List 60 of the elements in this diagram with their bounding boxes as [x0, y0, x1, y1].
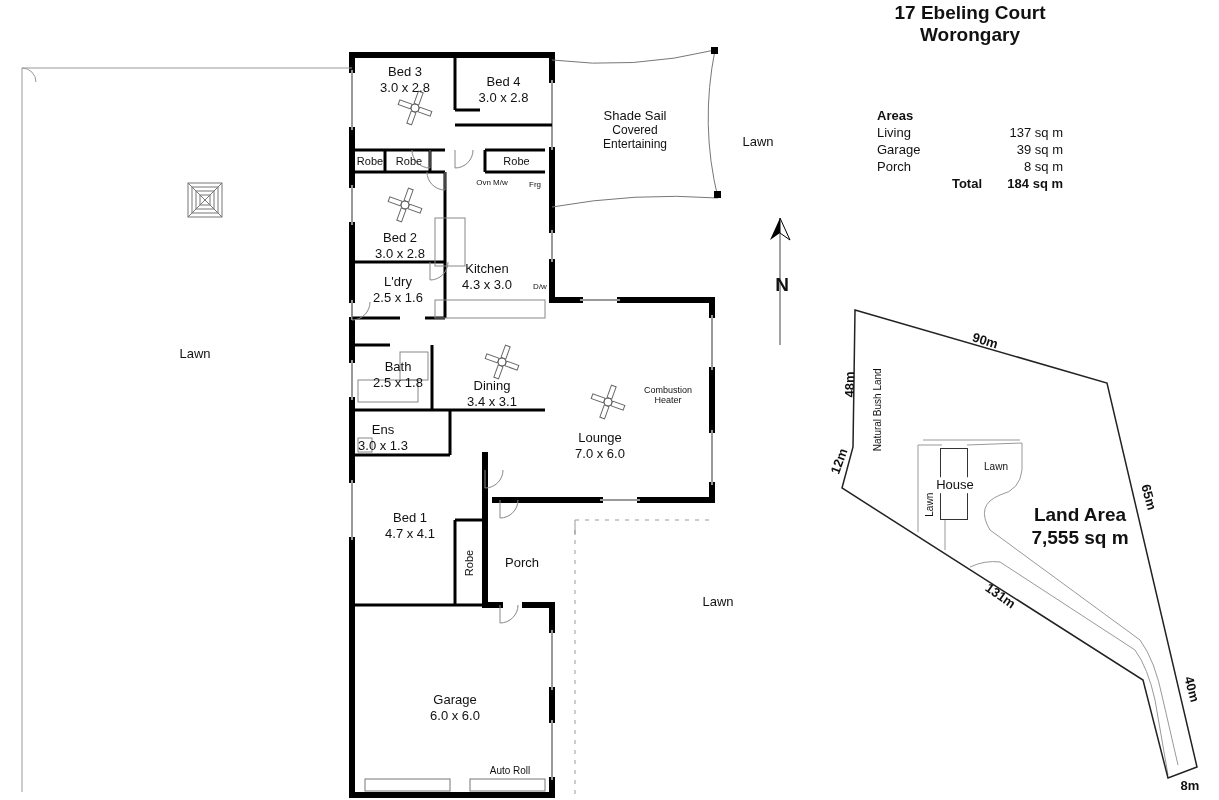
room-dimensions: Covered Entertaining [601, 122, 668, 152]
room-dimensions: 6.0 x 6.0 [430, 708, 480, 724]
lawn-label: Lawn [742, 135, 774, 151]
room-dimensions: 3.0 x 1.3 [358, 438, 408, 454]
table-heading: Areas [877, 109, 914, 125]
table-cell: 137 sq m [1009, 126, 1063, 142]
room-dimensions: 3.0 x 2.8 [478, 90, 529, 106]
garage-door-label: Auto Roll [489, 765, 531, 777]
table-cell: 8 sq m [1024, 160, 1063, 176]
room-dimensions: 2.5 x 1.8 [373, 375, 423, 391]
room-label: Ens [371, 422, 395, 438]
dimension-label: 65m [1137, 483, 1159, 513]
lawn-label: Lawn [984, 461, 1008, 473]
room-label: Shade Sail [603, 107, 667, 123]
room-label: Bed 1 [393, 510, 427, 526]
north-label: N [775, 273, 789, 296]
room-label: Robe [503, 154, 530, 169]
room-label: Bed 2 [383, 230, 417, 246]
dimension-label: 12m [828, 446, 852, 477]
land-area-label: Land Area [1033, 504, 1127, 527]
room-label: Bed 4 [486, 74, 521, 90]
room-label: Bed 3 [388, 64, 422, 80]
land-area-value: 7,555 sq m [1031, 527, 1129, 550]
fixture-label: Combustion Heater [643, 384, 693, 406]
appliance-label: Ovn M/w [475, 178, 509, 188]
table-cell: 39 sq m [1016, 143, 1063, 159]
room-label: Kitchen [465, 261, 509, 277]
room-label: Robe [395, 154, 423, 169]
room-dimensions: 4.3 x 3.0 [462, 277, 512, 293]
appliance-label: Frg [529, 180, 541, 190]
dimension-label: 48m [842, 371, 858, 398]
lawn-label: Lawn [179, 347, 211, 363]
room-dimensions: 3.0 x 2.8 [375, 246, 425, 262]
area-label: Natural Bush Land [872, 368, 884, 452]
room-dimensions: 3.4 x 3.1 [467, 394, 517, 410]
room-label: House [936, 477, 974, 493]
room-label: Dining [473, 378, 511, 394]
table-cell: Total [951, 177, 982, 193]
room-dimensions: 7.0 x 6.0 [575, 446, 625, 462]
table-cell: 184 sq m [1007, 177, 1063, 193]
table-cell: Living [877, 126, 911, 142]
lawn-label: Lawn [924, 492, 936, 517]
room-label: Robe [463, 549, 477, 577]
table-cell: Porch [877, 160, 911, 176]
room-dimensions: 2.5 x 1.6 [373, 290, 423, 306]
room-dimensions: 3.0 x 2.8 [380, 80, 430, 96]
dimension-label: 8m [1180, 779, 1200, 795]
dimension-label: 40m [1180, 675, 1202, 705]
appliance-label: D/w [533, 282, 547, 292]
room-label: Porch [505, 555, 539, 571]
room-dimensions: 4.7 x 4.1 [385, 526, 435, 542]
dimension-label: 90m [970, 330, 1000, 353]
room-label: Lounge [578, 430, 622, 446]
room-label: Bath [384, 359, 412, 375]
table-cell: Garage [877, 143, 921, 159]
room-label: Robe [356, 154, 384, 169]
room-label: Garage [433, 692, 477, 708]
room-label: L'dry [384, 274, 412, 290]
lawn-label: Lawn [702, 595, 734, 611]
address-title: 17 Ebeling Court Worongary [893, 2, 1047, 46]
